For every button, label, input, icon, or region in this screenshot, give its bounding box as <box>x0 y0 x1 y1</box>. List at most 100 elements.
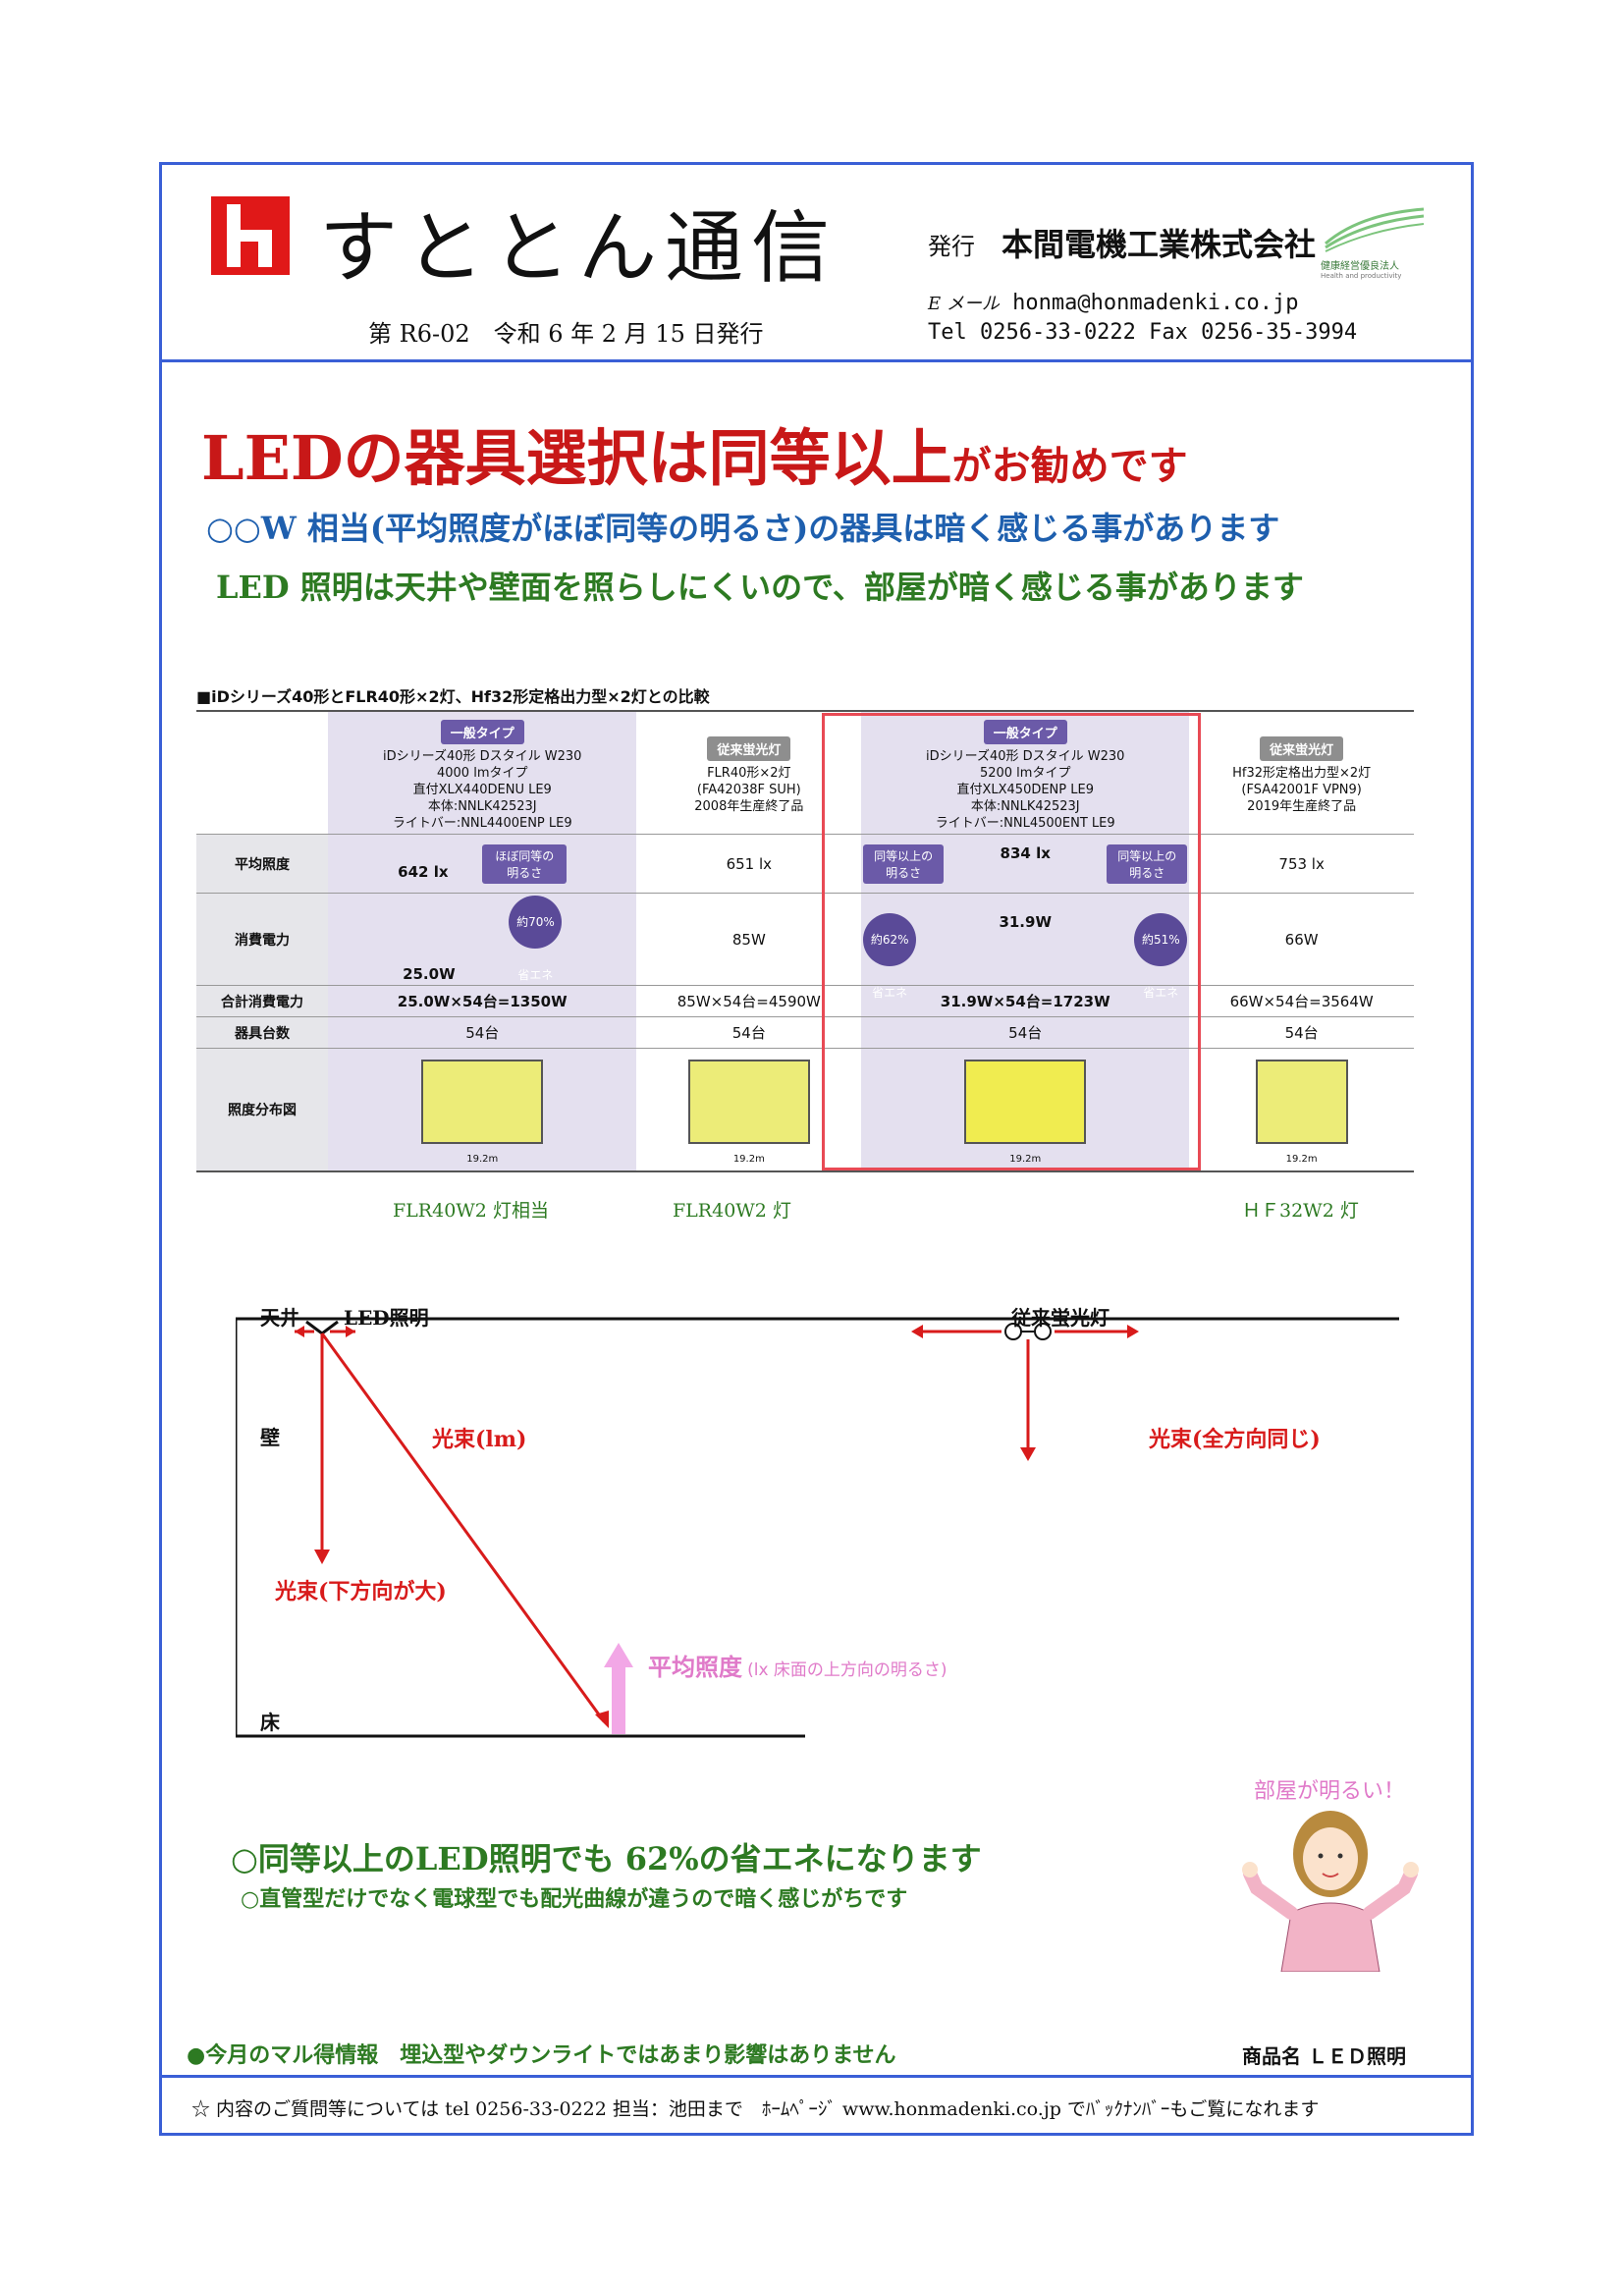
table-cell: 19.2m <box>1189 1048 1414 1172</box>
email-label: E メール <box>928 294 1000 314</box>
table-cell: 19.2m <box>861 1048 1190 1172</box>
type-tag: 従来蛍光灯 <box>1260 736 1344 761</box>
table-row: 平均照度 642 lx ほぼ同等の明るさ 651 lx 同等以上の明るさ 834… <box>196 834 1414 894</box>
table-cell: 54台 <box>861 1016 1190 1049</box>
label-wall: 壁 <box>260 1426 280 1449</box>
badge-save-51: 約51% 省エネ <box>1134 912 1188 1000</box>
email-address[interactable]: honma@honmadenki.co.jp <box>1012 291 1299 315</box>
newsletter-frame: すととん通信 第 R6-02 令和 6 年 2 月 15 日発行 発行 本間電機… <box>159 162 1474 2136</box>
avg-illuminance: 平均照度 (lx 床面の上方向の明るさ) <box>648 1648 947 1682</box>
row-label: 平均照度 <box>196 834 328 894</box>
table-cell: 25.0W 約70% 省エネ <box>328 893 637 986</box>
cell-value: 31.9W <box>999 912 1052 931</box>
type-tag: 従来蛍光灯 <box>707 736 791 761</box>
table-cell: 同等以上の明るさ 834 lx 同等以上の明るさ <box>861 834 1190 894</box>
col-line: ライトバー:NNL4400ENP LE9 <box>392 816 572 831</box>
email-line: E メール honma@honmadenki.co.jp <box>928 290 1299 315</box>
table-cell: 約62% 省エネ 31.9W 約51% 省エネ <box>861 893 1190 1000</box>
illuminance-map <box>964 1060 1087 1145</box>
illuminance-map <box>687 1060 810 1145</box>
conclusion-2: ○直管型だけでなく電球型でも配光曲線が違うので暗く感じがちです <box>241 1886 908 1912</box>
col-line: 2019年生産終了品 <box>1247 799 1357 814</box>
avg-note: (lx 床面の上方向の明るさ) <box>747 1660 947 1680</box>
table-row: 合計消費電力 25.0W×54台=1350W 85W×54台=4590W 31.… <box>196 985 1414 1017</box>
badge-equal: ほぼ同等の明るさ <box>482 843 568 884</box>
col-line: 直付XLX450DENP LE9 <box>956 783 1094 797</box>
tel-fax: Tel 0256-33-0222 Fax 0256-35-3994 <box>928 320 1358 345</box>
publisher-name: 本間電機工業株式会社 <box>1001 226 1317 263</box>
illuminance-map <box>1255 1060 1348 1145</box>
col-line: 直付XLX440DENU LE9 <box>412 783 552 797</box>
col-line: iDシリーズ40形 Dスタイル W230 <box>383 749 582 764</box>
headline-tail: がお勧めです <box>951 443 1188 489</box>
badge-save-70: 約70% 省エネ <box>509 896 563 982</box>
monthly-info: ●今月のマル得情報 埋込型やダウンライトではあまり影響はありません <box>187 2042 896 2068</box>
badge-save-62: 約62% 省エネ <box>863 912 917 1000</box>
col-line: (FA42038F SUH) <box>696 783 801 797</box>
map-dims: 19.2m <box>732 1154 765 1166</box>
table-cell: 66W×54台=3564W <box>1189 985 1414 1017</box>
map-dims: 19.2m <box>1009 1154 1042 1166</box>
newsletter-title: すととん通信 <box>319 202 838 294</box>
avg-label: 平均照度 <box>648 1654 742 1681</box>
table-cell: 54台 <box>328 1016 637 1049</box>
type-tag: 一般タイプ <box>983 720 1067 744</box>
table-cell: 19.2m <box>328 1048 637 1172</box>
row-label: 照度分布図 <box>196 1048 328 1172</box>
row-label: 器具台数 <box>196 1016 328 1049</box>
caption-1: FLR40W2 灯相当 <box>393 1200 549 1222</box>
col-line: ライトバー:NNL4500ENT LE9 <box>935 816 1115 831</box>
label-conventional: 従来蛍光灯 <box>1011 1306 1110 1330</box>
table-cell: 642 lx ほぼ同等の明るさ <box>328 834 637 894</box>
publisher-label: 発行 <box>928 233 975 260</box>
label-ceiling: 天井 <box>260 1306 299 1330</box>
label-floor: 床 <box>260 1711 280 1734</box>
col-line: 本体:NNLK42523J <box>970 799 1080 814</box>
table-row: 消費電力 25.0W 約70% 省エネ 85W 約62% 省エネ 31.9W 約… <box>196 893 1414 1000</box>
label-flux-all: 光束(全方向同じ) <box>1149 1427 1321 1452</box>
table-cell: 25.0W×54台=1350W <box>328 985 637 1017</box>
type-tag: 一般タイプ <box>440 720 524 744</box>
label-led: LED照明 <box>344 1306 429 1330</box>
table-cell: 31.9W×54台=1723W <box>861 985 1190 1017</box>
col-line: iDシリーズ40形 Dスタイル W230 <box>925 749 1125 764</box>
table-cell: 66W <box>1189 893 1414 986</box>
header-divider <box>162 359 1471 362</box>
col-line: 本体:NNLK42523J <box>427 799 537 814</box>
health-cert-logo: 健康経営優良法人 Health and productivity <box>1321 204 1429 280</box>
table-cell: 753 lx <box>1189 834 1414 894</box>
illuminance-map <box>421 1060 544 1145</box>
headline: LEDの器具選択は同等以上がお勧めです <box>201 408 1188 497</box>
product-name: 商品名 ＬＥＤ照明 <box>1242 2044 1406 2068</box>
caption-2: FLR40W2 灯 <box>673 1200 791 1222</box>
badge-above-1: 同等以上の明るさ <box>863 843 945 884</box>
issue-date: 第 R6-02 令和 6 年 2 月 15 日発行 <box>368 320 764 348</box>
light-diagram <box>236 1317 1399 1738</box>
cell-value: 25.0W <box>403 965 456 983</box>
subheading-1: ○○W 相当(平均照度がほぼ同等の明るさ)の器具は暗く感じる事があります <box>206 510 1280 547</box>
row-label: 消費電力 <box>196 893 328 986</box>
table-cell: 54台 <box>1189 1016 1414 1049</box>
col-header: 従来蛍光灯 Hf32形定格出力型×2灯 (FSA42001F VPN9) 201… <box>1189 710 1414 835</box>
col-header: 一般タイプ iDシリーズ40形 Dスタイル W230 5200 lmタイプ 直付… <box>861 710 1190 835</box>
col-header: 一般タイプ iDシリーズ40形 Dスタイル W230 4000 lmタイプ 直付… <box>328 710 637 835</box>
col-line: 4000 lmタイプ <box>436 766 528 781</box>
table-row: 照度分布図 19.2m 19.2m 19.2m 19.2m <box>196 1048 1414 1172</box>
footer-divider <box>162 2075 1471 2078</box>
cert-sub: Health and productivity <box>1321 272 1402 280</box>
cell-value: 834 lx <box>1000 843 1051 862</box>
headline-main: LEDの器具選択は同等以上 <box>201 422 952 494</box>
table-title: ■iDシリーズ40形とFLR40形×2灯、Hf32形定格出力型×2灯との比較 <box>196 687 710 706</box>
col-line: Hf32形定格出力型×2灯 <box>1232 766 1372 781</box>
company-logo <box>211 196 290 275</box>
badge-above-2: 同等以上の明るさ <box>1107 843 1188 884</box>
label-flux-down: 光束(下方向が大) <box>275 1579 447 1605</box>
speech-bright: 部屋が明るい！ <box>1254 1779 1406 1804</box>
cert-label: 健康経営優良法人 <box>1321 261 1399 272</box>
col-line: 2008年生産終了品 <box>694 799 804 814</box>
conclusion-1: ○同等以上のLED照明でも 62%の省エネになります <box>231 1840 982 1877</box>
map-dims: 19.2m <box>466 1154 499 1166</box>
row-label: 合計消費電力 <box>196 985 328 1017</box>
label-flux: 光束(lm) <box>432 1427 527 1452</box>
col-line: 5200 lmタイプ <box>979 766 1071 781</box>
